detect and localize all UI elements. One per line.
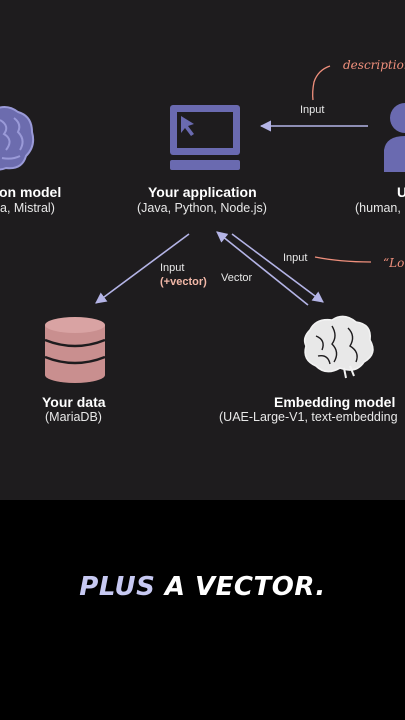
generation-model-title: on model [0, 184, 62, 200]
annotation-lines [312, 65, 372, 263]
generation-model-subtitle: a, Mistral) [0, 201, 55, 215]
edge-label-user-input: Input [300, 104, 325, 116]
brain-icon-generation [0, 106, 35, 171]
edge-label-data-input: Input [160, 262, 185, 274]
caption: PLUS A VECTOR. [0, 572, 405, 602]
database-icon [44, 317, 106, 383]
annotation-description: description= [343, 58, 405, 72]
arrow-app-to-embedding [231, 233, 324, 303]
user-person-icon [384, 103, 405, 172]
data-title: Your data [42, 394, 106, 410]
edge-label-embedding-input: Input [283, 252, 308, 264]
diagram-graphics [0, 65, 405, 383]
architecture-diagram: on model a, Mistral) Your application (J… [0, 0, 405, 500]
caption-word-plus: PLUS [79, 572, 156, 602]
annotation-lor: “Lor [383, 256, 405, 270]
diagram-arrows [95, 120, 368, 306]
embedding-subtitle: (UAE-Large-V1, text-embedding [219, 410, 398, 424]
application-subtitle: (Java, Python, Node.js) [137, 201, 267, 215]
embedding-title: Embedding model [274, 394, 396, 410]
user-subtitle: (human, [355, 201, 401, 215]
arrow-embedding-to-app [216, 231, 309, 306]
edge-label-data-vector: (+vector) [160, 276, 207, 288]
user-title: U [397, 184, 405, 200]
application-title: Your application [148, 184, 257, 200]
caption-area [0, 500, 405, 720]
edge-label-vector: Vector [221, 272, 253, 284]
vector-highlight: (+vector) [160, 276, 207, 288]
arrow-app-to-data [95, 233, 190, 304]
brain-icon-embedding [303, 315, 374, 379]
caption-rest: A VECTOR. [164, 572, 326, 602]
application-screen-icon [170, 105, 240, 170]
data-subtitle: (MariaDB) [45, 410, 102, 424]
